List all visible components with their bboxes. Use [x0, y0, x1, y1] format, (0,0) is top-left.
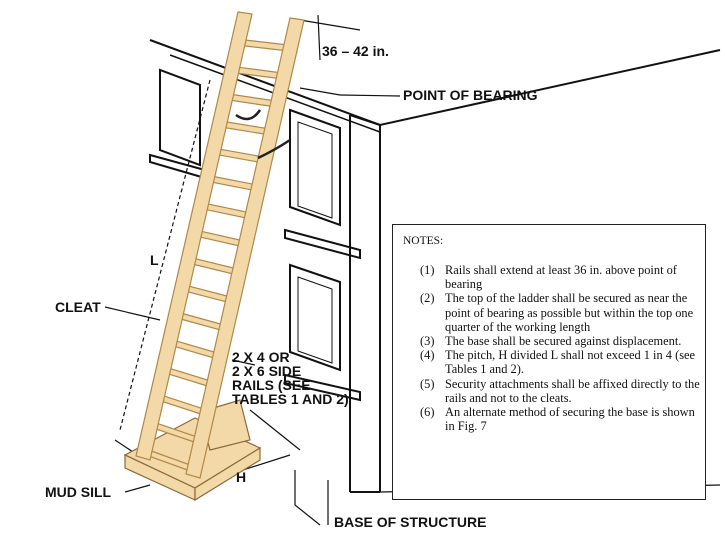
notes-box: NOTES: (1) Rails shall extend at least 36…	[392, 224, 706, 500]
note-text: The base shall be secured against displa…	[445, 334, 682, 349]
mud-sill-label: MUD SILL	[45, 484, 112, 500]
note-text: The pitch, H divided L shall not exceed …	[445, 348, 696, 377]
base-of-structure-label: BASE OF STRUCTURE	[334, 514, 486, 530]
right-rail	[185, 17, 305, 479]
note-text: Security attachments shall be affixed di…	[445, 376, 700, 405]
building	[149, 39, 721, 493]
length-label: L	[150, 252, 159, 268]
note-number: (6)	[420, 405, 435, 420]
note-text: An alternate method of securing the base…	[445, 405, 695, 434]
notes-title: NOTES:	[403, 235, 444, 247]
note-number: (3)	[420, 334, 435, 349]
ladder	[135, 11, 305, 479]
note-number: (2)	[420, 291, 435, 306]
note-number: (4)	[420, 348, 435, 363]
note-item: (6) An alternate method of securing the b…	[420, 405, 702, 433]
height-label: H	[236, 469, 246, 485]
note-text: Rails shall extend at least 36 in. above…	[445, 263, 677, 292]
side-rails-label-1: 2 X 4 OR	[232, 349, 290, 365]
note-item: (4) The pitch, H divided L shall not exce…	[420, 348, 702, 376]
note-text: The top of the ladder shall be secured a…	[445, 291, 694, 334]
cleat-label: CLEAT	[55, 299, 101, 315]
note-item: (1) Rails shall extend at least 36 in. ab…	[420, 263, 702, 291]
note-item: (5) Security attachments shall be affixed…	[420, 377, 702, 405]
note-item: (2) The top of the ladder shall be secure…	[420, 291, 702, 334]
side-rails-label-2: 2 X 6 SIDE	[232, 363, 301, 379]
tie-rope	[235, 109, 291, 160]
note-item: (3) The base shall be secured against dis…	[420, 334, 702, 348]
note-number: (5)	[420, 376, 435, 391]
note-number: (1)	[420, 263, 435, 277]
left-rail	[135, 11, 253, 461]
side-rails-label-4: TABLES 1 AND 2)	[232, 391, 349, 407]
notes-list: (1) Rails shall extend at least 36 in. ab…	[420, 263, 702, 433]
rail-extension-label: 36 – 42 in.	[322, 43, 389, 59]
side-rails-label-3: RAILS (SEE	[232, 377, 311, 393]
point-of-bearing-label: POINT OF BEARING	[403, 87, 538, 103]
